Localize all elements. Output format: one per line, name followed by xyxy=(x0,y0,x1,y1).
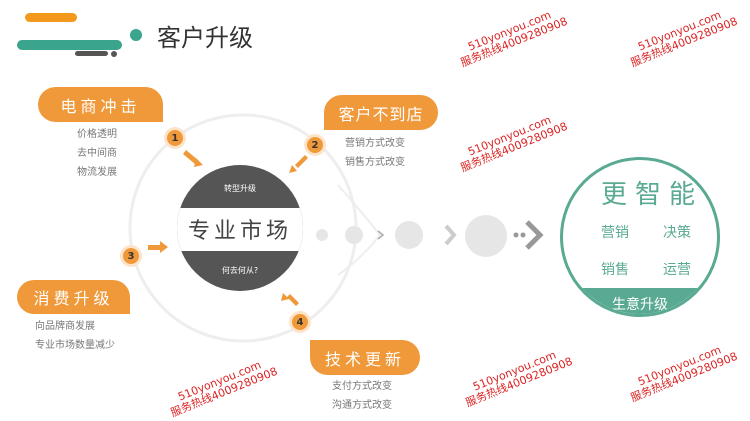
result-circle: 更智能 营销 决策 销售 运营 生意升级 xyxy=(560,157,720,317)
arrow-4-icon xyxy=(281,293,299,306)
section-tag-ecommerce: 电商冲击 xyxy=(38,87,163,122)
item: 支付方式改变 xyxy=(332,381,392,392)
section-tag-no-store-visit: 客户不到店 xyxy=(324,95,438,130)
badge-1: 1 xyxy=(167,130,183,146)
item: 销售方式改变 xyxy=(345,157,405,168)
badge-4: 4 xyxy=(292,314,308,330)
item: 去中间商 xyxy=(77,148,117,159)
center-circle: 转型升级 专业市场 何去何从? xyxy=(177,165,303,291)
progress-dot xyxy=(345,226,363,244)
progress-dot xyxy=(465,215,507,257)
item: 物流发展 xyxy=(77,167,117,178)
item: 沟通方式改变 xyxy=(332,400,392,411)
center-bottom-label: 何去何从? xyxy=(221,266,259,275)
arrow-3-icon xyxy=(148,241,168,253)
center-top-label: 转型升级 xyxy=(224,184,256,193)
result-footer: 生意升级 xyxy=(563,288,717,314)
section-items-tech-update: 支付方式改变沟通方式改变 xyxy=(332,377,392,415)
logo-bar-gray xyxy=(75,51,108,56)
chevron-icon xyxy=(444,224,457,246)
logo-bar-green xyxy=(17,40,122,50)
section-items-ecommerce: 价格透明去中间商物流发展 xyxy=(77,125,117,182)
badge-2: 2 xyxy=(307,137,323,153)
progress-dot xyxy=(395,221,423,249)
big-chevron-icon xyxy=(525,220,544,250)
section-items-no-store-visit: 营销方式改变销售方式改变 xyxy=(345,134,405,172)
item: 价格透明 xyxy=(77,129,117,140)
result-item: 决策 xyxy=(663,225,691,241)
badge-3: 3 xyxy=(123,248,139,264)
result-item: 营销 xyxy=(601,225,629,241)
arrow-2-icon xyxy=(289,155,308,173)
result-title: 更智能 xyxy=(601,180,704,210)
item: 专业市场数量减少 xyxy=(35,340,115,351)
progress-dot xyxy=(316,229,328,241)
arrow-1-icon xyxy=(183,150,203,167)
page-title: 客户升级 xyxy=(157,24,253,52)
logo-dot-gray xyxy=(111,51,117,57)
small-chevron-icon xyxy=(377,230,385,240)
section-items-consumption-upgrade: 向品牌商发展专业市场数量减少 xyxy=(35,317,115,355)
result-item: 运营 xyxy=(663,262,691,278)
section-tag-tech-update: 技术更新 xyxy=(310,340,420,375)
result-item: 销售 xyxy=(601,262,629,278)
item: 向品牌商发展 xyxy=(35,321,95,332)
logo-bar-orange xyxy=(25,13,77,22)
logo-dot-green xyxy=(130,29,142,41)
center-main-label: 专业市场 xyxy=(187,219,292,244)
section-tag-consumption-upgrade: 消费升级 xyxy=(17,280,130,314)
item: 营销方式改变 xyxy=(345,138,405,149)
